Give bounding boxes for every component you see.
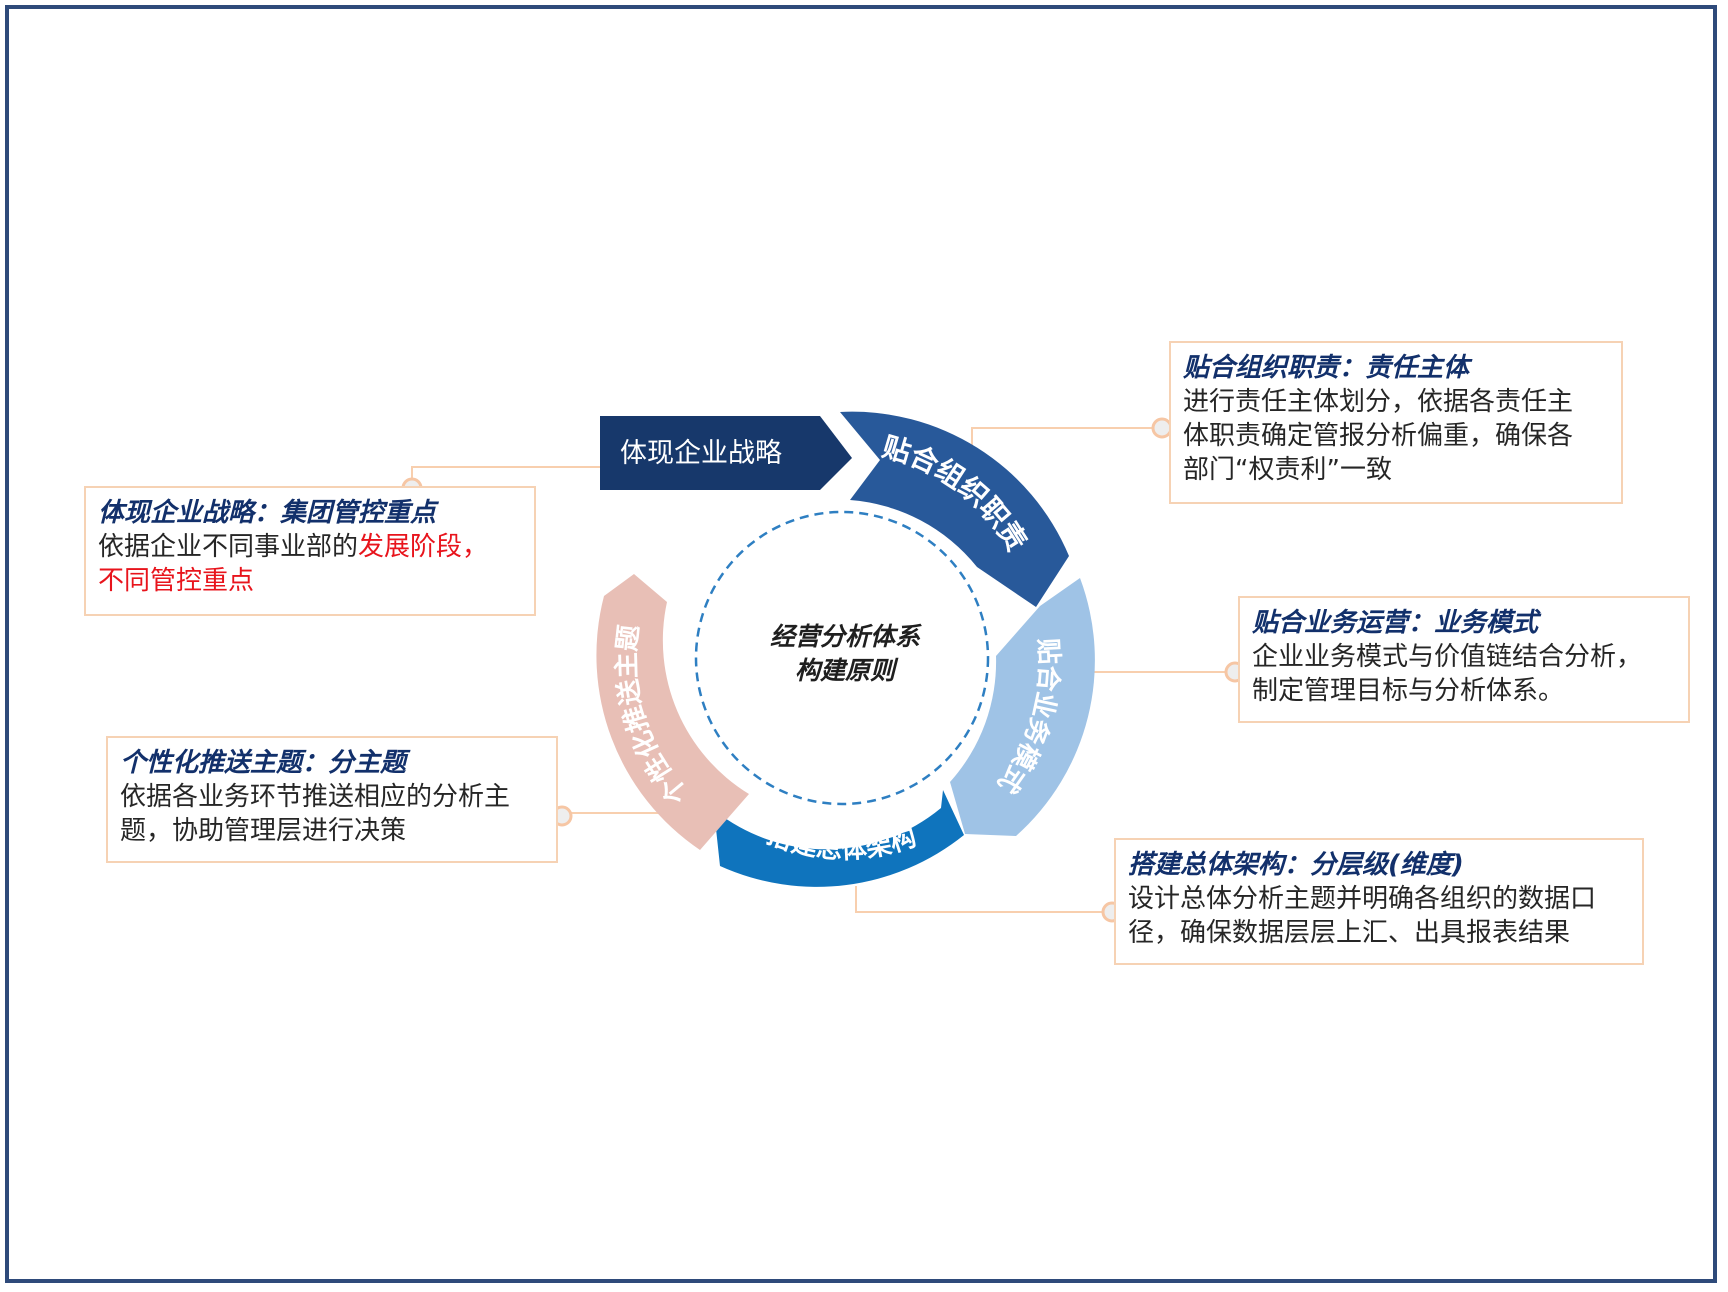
- box-org-title: 贴合组织职责：责任主体: [1183, 353, 1470, 383]
- box-strategy-body-text: 依据企业不同事业部的: [98, 532, 359, 562]
- box-arch-body: 设计总体分析主题并明确各组织的数据口 径，确保数据层层上汇、出具报表结果: [1128, 882, 1630, 950]
- box-business-body: 企业业务模式与价值链结合分析， 制定管理目标与分析体系。: [1252, 640, 1676, 708]
- box-arch: 搭建总体架构：分层级(维度) 设计总体分析主题并明确各组织的数据口 径，确保数据…: [1114, 838, 1644, 965]
- box-arch-line2: 径，确保数据层层上汇、出具报表结果: [1128, 918, 1571, 948]
- box-arch-line1: 设计总体分析主题并明确各组织的数据口: [1128, 884, 1597, 914]
- box-push-line2: 题，协助管理层进行决策: [120, 816, 407, 846]
- box-org-line2: 体职责确定管报分析偏重，确保各: [1183, 421, 1574, 451]
- connector-org: [971, 427, 1162, 452]
- connector-strategy: [411, 440, 609, 488]
- segment-business[interactable]: [950, 578, 1095, 836]
- box-arch-title: 搭建总体架构：分层级(维度): [1128, 850, 1464, 880]
- box-business-title: 贴合业务运营：业务模式: [1252, 608, 1539, 638]
- center-title: 经营分析体系 构建原则: [740, 620, 950, 688]
- box-business: 贴合业务运营：业务模式 企业业务模式与价值链结合分析， 制定管理目标与分析体系。: [1238, 596, 1690, 723]
- box-strategy-highlight-1: 发展阶段，: [358, 532, 489, 562]
- box-org: 贴合组织职责：责任主体 进行责任主体划分，依据各责任主 体职责确定管报分析偏重，…: [1169, 341, 1623, 504]
- box-strategy-body: 依据企业不同事业部的发展阶段， 不同管控重点: [98, 530, 522, 598]
- box-push-body: 依据各业务环节推送相应的分析主 题，协助管理层进行决策: [120, 780, 544, 848]
- strategy-arrow-label: 体现企业战略: [620, 438, 782, 468]
- segment-arch[interactable]: [714, 790, 964, 887]
- box-business-line2: 制定管理目标与分析体系。: [1252, 676, 1565, 706]
- box-org-line3: 部门“权责利”一致: [1183, 455, 1392, 485]
- connector-arch: [855, 886, 1112, 913]
- box-strategy-title: 体现企业战略：集团管控重点: [98, 498, 437, 528]
- center-title-line2: 构建原则: [794, 656, 895, 685]
- box-push-line1: 依据各业务环节推送相应的分析主: [120, 782, 511, 812]
- segment-org[interactable]: [840, 411, 1069, 607]
- segment-push[interactable]: [596, 574, 749, 850]
- box-strategy-highlight-2: 不同管控重点: [98, 566, 255, 596]
- box-business-line1: 企业业务模式与价值链结合分析，: [1252, 642, 1643, 672]
- box-push: 个性化推送主题：分主题 依据各业务环节推送相应的分析主 题，协助管理层进行决策: [106, 736, 558, 863]
- center-title-line1: 经营分析体系: [769, 622, 920, 651]
- strategy-arrow[interactable]: [600, 416, 852, 490]
- box-org-body: 进行责任主体划分，依据各责任主 体职责确定管报分析偏重，确保各 部门“权责利”一…: [1183, 385, 1609, 487]
- box-org-line1: 进行责任主体划分，依据各责任主: [1183, 387, 1574, 417]
- box-strategy: 体现企业战略：集团管控重点 依据企业不同事业部的发展阶段， 不同管控重点: [84, 486, 536, 616]
- center-circle: [694, 510, 990, 806]
- box-push-title: 个性化推送主题：分主题: [120, 748, 407, 778]
